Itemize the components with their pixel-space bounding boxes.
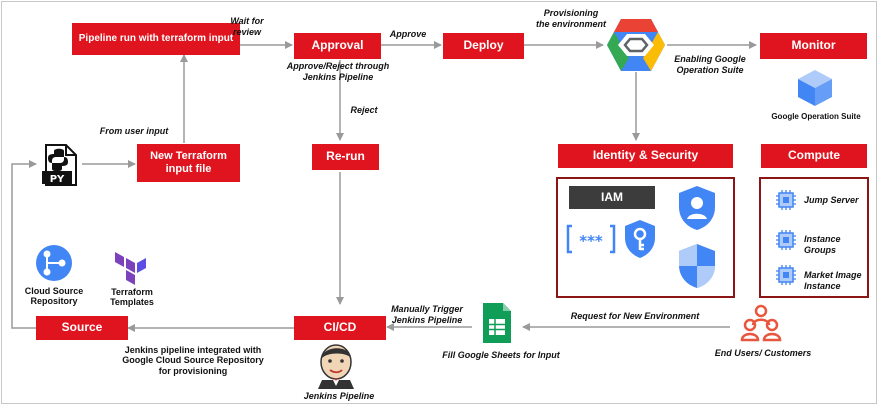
market-image-chip-icon [776,265,796,285]
end-users-icon [740,304,782,342]
arrow-source-to-py [11,160,37,329]
terraform-icon [115,252,146,285]
rerun-box: Re-run [312,144,379,170]
request-new-env-label: Request for New Environment [570,311,700,321]
end-users-label: End Users/ Customers [714,348,812,358]
provisioning-label: Provisioning the environment [536,8,607,29]
from-user-input-label: From user input [99,126,169,136]
compute-item-jump-server: Jump Server [804,195,859,205]
enabling-google-ops-label: Enabling Google Operation Suite [674,54,746,75]
approval-box: Approval [294,33,381,59]
cloud-source-repository-caption: Cloud Source Repository [24,286,84,307]
terraform-templates-caption: Terraform Templates [110,287,154,308]
deploy-box: Deploy [443,33,524,59]
approve-reject-label: Approve/Reject through Jenkins Pipeline [286,61,390,82]
manually-trigger-label: Manually Trigger Jenkins Pipeline [391,304,463,325]
compute-item-instance-groups: Instance Groups [804,234,841,255]
iam-badge: IAM [569,186,655,209]
google-operation-suite-caption: Google Operation Suite [771,112,861,121]
approve-label: Approve [389,29,427,39]
identity-security-box: Identity & Security [558,144,733,168]
password-icon: *** [566,224,616,254]
cloud-source-repository-icon [36,245,72,281]
wait-for-review-label: Wait for review [230,16,264,37]
jump-server-chip-icon [776,190,796,210]
security-shield-icon [679,244,715,288]
compute-box: Compute [761,144,867,168]
monitor-box: Monitor [760,33,867,59]
google-operation-suite-icon [798,70,832,106]
cicd-box: CI/CD [294,316,386,340]
user-shield-icon [679,186,715,230]
new-terraform-box: New Terraform input file [137,144,240,182]
pipeline-run-box: Pipeline run with terraform input [72,23,240,55]
google-cloud-icon [607,19,665,71]
source-box: Source [36,316,128,340]
compute-item-market-image: Market Image Instance [804,270,862,291]
python-file-icon: PY [42,144,77,186]
compute-panel [759,177,869,298]
svg-text:***: *** [579,232,603,250]
jenkins-integrated-label: Jenkins pipeline integrated with Google … [122,345,264,376]
key-shield-icon [625,220,655,258]
jenkins-icon [318,344,354,389]
python-file-label: PY [50,174,65,185]
reject-label: Reject [350,105,378,115]
instance-groups-chip-icon [776,230,796,250]
google-sheets-icon [483,303,511,343]
fill-google-sheets-label: Fill Google Sheets for Input [442,350,560,360]
jenkins-pipeline-label: Jenkins Pipeline [303,391,375,401]
